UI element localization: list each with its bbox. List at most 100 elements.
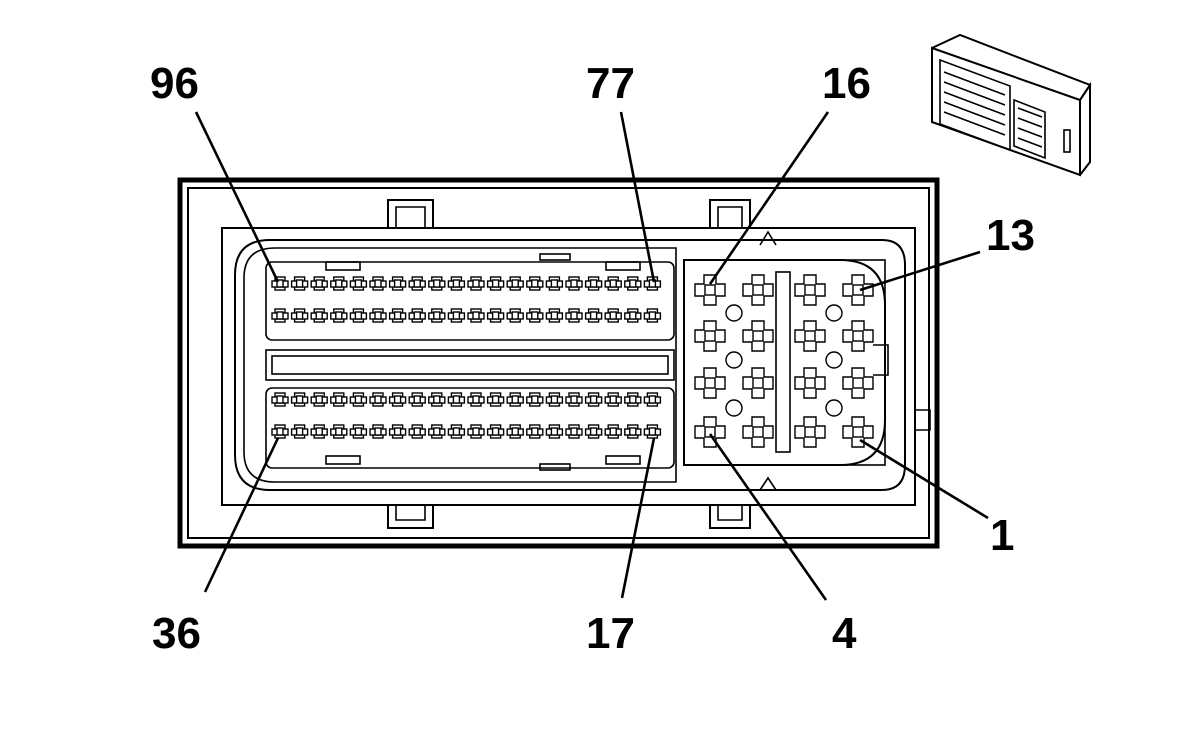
small-pin-socket: [570, 427, 578, 436]
large-pin-socket: [752, 330, 764, 342]
small-pin-socket: [491, 279, 500, 288]
small-pin-socket: [374, 395, 382, 404]
large-pin-grid: [694, 274, 874, 448]
pin-labels: 96 77 16 13 1 36 17 4: [150, 59, 1035, 658]
small-pin-socket: [629, 279, 637, 288]
small-pin-socket: [570, 311, 578, 320]
small-pin-socket: [374, 311, 382, 320]
large-pin-socket: [852, 330, 864, 342]
small-pin-socket: [374, 279, 382, 288]
large-pin-module: [683, 259, 889, 466]
small-pin-socket: [472, 311, 480, 320]
small-pin-socket: [413, 311, 421, 320]
small-pin-socket: [315, 279, 323, 288]
small-pin-socket: [491, 427, 500, 436]
small-pin-socket: [531, 279, 539, 288]
pin-label-17: 17: [586, 609, 635, 658]
large-pin-socket: [804, 284, 816, 296]
leader-16: [708, 111, 830, 285]
small-pin-socket: [335, 279, 343, 288]
large-pin-socket: [752, 284, 764, 296]
small-pin-socket: [629, 395, 637, 404]
small-pin-socket: [589, 279, 598, 288]
small-pin-grid: [271, 276, 662, 439]
leader-1: [859, 438, 989, 520]
small-pin-socket: [511, 279, 519, 288]
small-pin-socket: [550, 395, 559, 404]
pin-label-13: 13: [986, 211, 1035, 260]
leader-96: [194, 111, 280, 283]
large-pin-socket: [752, 377, 764, 389]
small-pin-socket: [433, 311, 441, 320]
large-pin-socket: [852, 377, 864, 389]
small-pin-socket: [609, 427, 617, 436]
large-pin-socket: [852, 426, 864, 438]
small-pin-socket: [491, 311, 500, 320]
small-pin-socket: [276, 427, 284, 436]
pin-label-1: 1: [990, 511, 1014, 560]
small-pin-socket: [354, 279, 363, 288]
small-pin-socket: [393, 395, 402, 404]
small-pin-socket: [354, 311, 363, 320]
small-pin-socket: [276, 279, 284, 288]
small-pin-socket: [648, 311, 657, 320]
small-pin-socket: [550, 279, 559, 288]
pin-label-16: 16: [822, 59, 871, 108]
leader-77: [619, 111, 656, 283]
small-pin-socket: [452, 311, 461, 320]
small-pin-socket: [393, 279, 402, 288]
small-pin-socket: [491, 395, 500, 404]
pin-label-4: 4: [832, 609, 857, 658]
small-pin-socket: [550, 311, 559, 320]
connector-thumbnail: [931, 33, 1092, 177]
small-pin-socket: [335, 311, 343, 320]
leader-lines: [194, 111, 989, 601]
large-pin-socket: [704, 377, 716, 389]
locating-hole: [725, 351, 743, 369]
locating-hole: [825, 304, 843, 322]
small-pin-socket: [589, 311, 598, 320]
leader-17: [620, 437, 656, 599]
small-pin-socket: [531, 427, 539, 436]
small-pin-socket: [511, 427, 519, 436]
pin-label-36: 36: [152, 609, 201, 658]
small-pin-socket: [374, 427, 382, 436]
small-pin-socket: [354, 395, 363, 404]
small-pin-socket: [629, 427, 637, 436]
small-pin-socket: [393, 311, 402, 320]
small-pin-socket: [589, 427, 598, 436]
small-pin-socket: [276, 395, 284, 404]
locating-hole: [825, 351, 843, 369]
small-pin-socket: [354, 427, 363, 436]
small-pin-socket: [472, 427, 480, 436]
small-pin-socket: [472, 279, 480, 288]
locating-hole: [725, 304, 743, 322]
small-pin-socket: [295, 395, 304, 404]
small-pin-socket: [295, 311, 304, 320]
small-pin-socket: [433, 427, 441, 436]
small-pin-socket: [335, 427, 343, 436]
small-pin-socket: [570, 279, 578, 288]
small-pin-socket: [295, 279, 304, 288]
small-pin-socket: [413, 395, 421, 404]
leader-4: [708, 433, 828, 601]
small-pin-socket: [315, 395, 323, 404]
small-pin-socket: [511, 395, 519, 404]
small-pin-socket: [550, 427, 559, 436]
locating-hole: [825, 399, 843, 417]
small-pin-socket: [531, 311, 539, 320]
small-pin-socket: [452, 395, 461, 404]
leader-36: [203, 437, 280, 593]
small-pin-socket: [589, 395, 598, 404]
small-pin-socket: [413, 279, 421, 288]
small-pin-socket: [295, 427, 304, 436]
small-pin-module: [234, 239, 906, 491]
small-pin-socket: [609, 395, 617, 404]
large-pin-socket: [804, 426, 816, 438]
small-pin-socket: [452, 427, 461, 436]
large-pin-socket: [752, 426, 764, 438]
small-pin-socket: [315, 427, 323, 436]
large-pin-socket: [804, 330, 816, 342]
small-pin-socket: [315, 311, 323, 320]
